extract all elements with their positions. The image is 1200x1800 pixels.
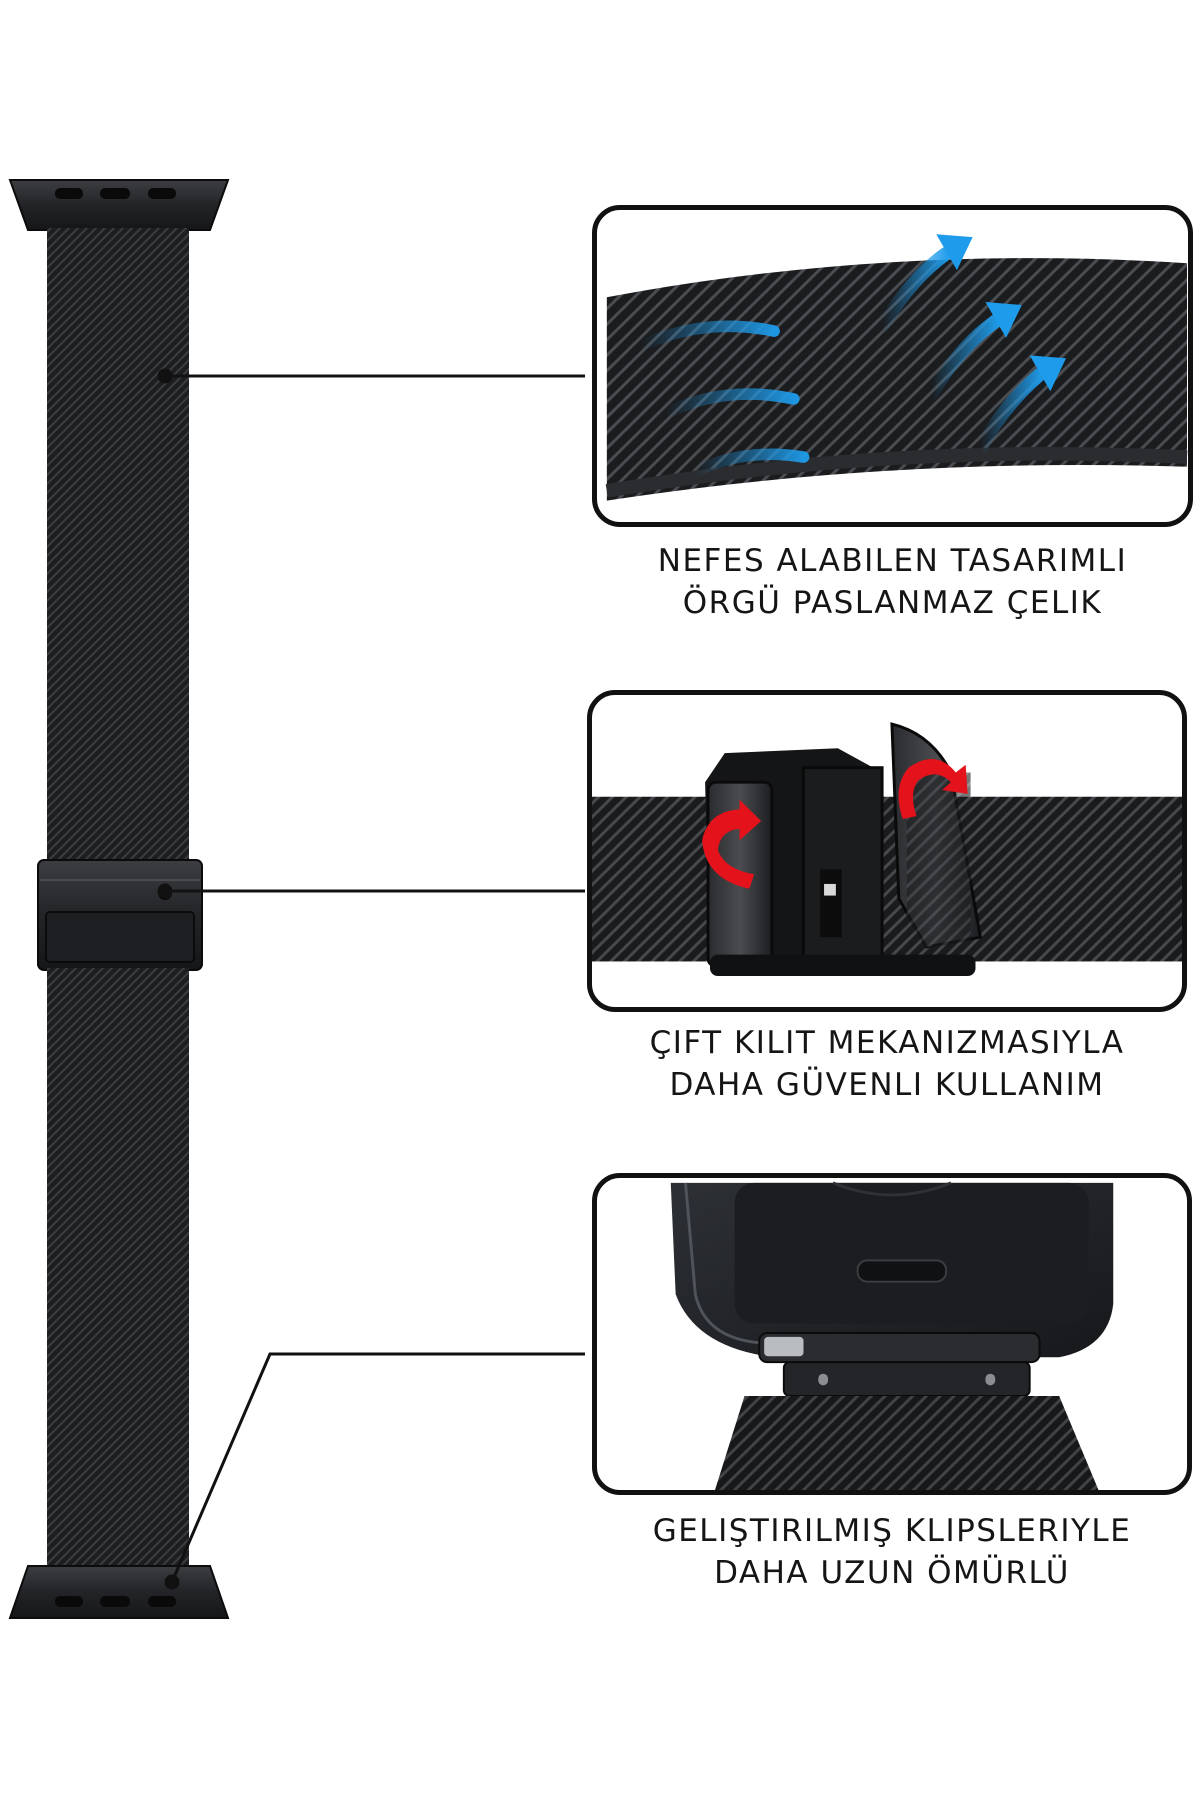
- lower-mesh-strap: [47, 968, 189, 1568]
- breathable-mesh-panel: [592, 205, 1193, 527]
- top-lug-connector: [8, 179, 230, 231]
- upper-mesh-strap: [47, 228, 189, 863]
- caption-line: ÖRGÜ PASLANMAZ ÇELIK: [682, 585, 1103, 621]
- caption-line: ÇIFT KILIT MEKANIZMASIYLA: [649, 1025, 1125, 1061]
- caption-line: GELIŞTIRILMIŞ KLIPSLERIYLE: [652, 1513, 1132, 1549]
- caption-line: NEFES ALABILEN TASARIMLI: [657, 543, 1128, 579]
- improved-clips-panel: [592, 1173, 1192, 1495]
- airflow-arrow-icon: [635, 246, 1047, 478]
- feature-caption-improved-clips: GELIŞTIRILMIŞ KLIPSLERIYLE DAHA UZUN ÖMÜ…: [592, 1510, 1192, 1594]
- bottom-lug-connector: [8, 1565, 230, 1619]
- caption-line: DAHA UZUN ÖMÜRLÜ: [714, 1555, 1070, 1591]
- band-clasp: [37, 859, 203, 971]
- double-lock-panel: [587, 690, 1187, 1012]
- feature-caption-double-lock: ÇIFT KILIT MEKANIZMASIYLA DAHA GÜVENLI K…: [587, 1022, 1187, 1106]
- feature-caption-breathable: NEFES ALABILEN TASARIMLI ÖRGÜ PASLANMAZ …: [592, 540, 1193, 624]
- caption-line: DAHA GÜVENLI KULLANIM: [669, 1067, 1105, 1103]
- curved-arrow-icon: [702, 759, 968, 889]
- airflow-arrow-heads: [936, 234, 1067, 392]
- callout-lines: [157, 368, 585, 1590]
